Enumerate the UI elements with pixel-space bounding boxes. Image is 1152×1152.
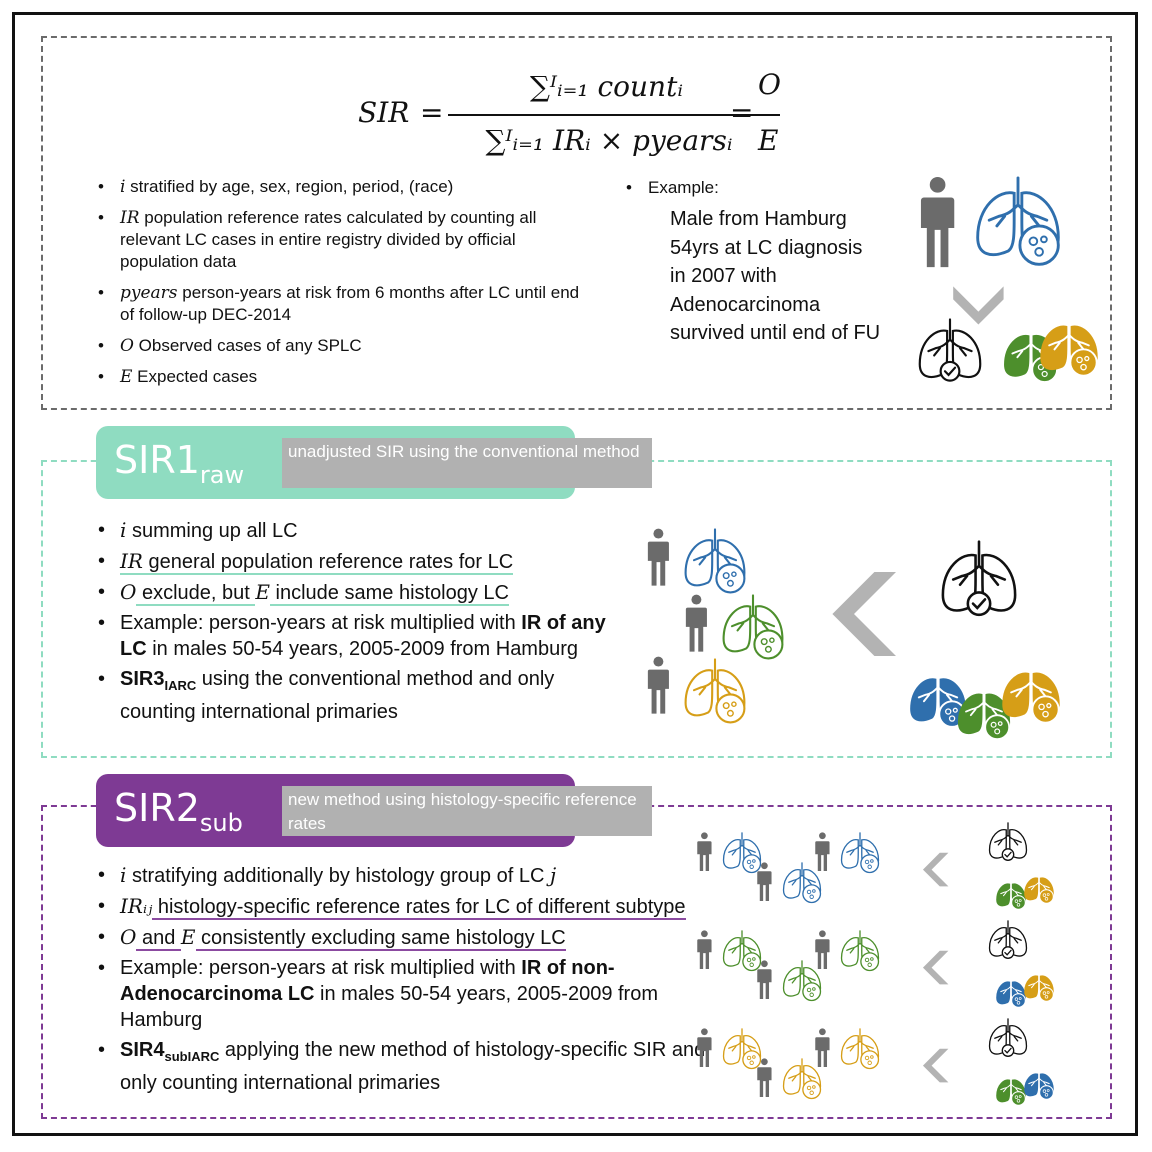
list-item: O and E consistently excluding same hist… (96, 924, 716, 951)
definitions-list: i stratified by age, sex, region, period… (96, 176, 586, 397)
lung-icon (782, 862, 822, 904)
lung-icon (1040, 315, 1098, 377)
person-icon (697, 930, 712, 970)
sir1-banner: SIR1raw unadjusted SIR using the convent… (96, 426, 652, 499)
formula-equals: = (420, 96, 444, 129)
definition-item: i stratified by age, sex, region, period… (96, 176, 586, 198)
healthy-lung-icon (941, 540, 1017, 617)
figure-frame (12, 12, 1138, 1136)
sir2-note: new method using histology-specific refe… (282, 786, 652, 836)
fraction-bar-2 (754, 114, 780, 116)
lung-icon (910, 668, 966, 728)
sir2-banner: SIR2sub new method using histology-speci… (96, 774, 652, 847)
definition-item: IR population reference rates calculated… (96, 207, 586, 273)
lung-icon (1024, 970, 1054, 1002)
sir1-note: unadjusted SIR using the conventional me… (282, 438, 652, 488)
lung-icon (684, 528, 746, 594)
person-icon (757, 862, 772, 902)
lung-icon (957, 684, 1011, 741)
formula-denominator: ∑ᴵᵢ₌₁ IRᵢ × pyearsᵢ (485, 124, 733, 157)
sir-formula: SIR = ∑ᴵᵢ₌₁ countᵢ ∑ᴵᵢ₌₁ IRᵢ × pyearsᵢ =… (354, 66, 784, 166)
healthy-lung-icon (918, 318, 982, 382)
lung-icon (722, 832, 762, 874)
chevron-icon (953, 286, 1004, 325)
chevron-icon (922, 950, 949, 985)
lung-icon (976, 176, 1060, 266)
example-text: Male from Hamburg 54yrs at LC diagnosis … (670, 208, 881, 344)
person-icon (697, 1028, 712, 1068)
lung-icon (840, 832, 880, 874)
chevron-icon (922, 852, 949, 887)
list-item: IRᵢⱼ histology-specific reference rates … (96, 893, 716, 920)
sir1-list: i summing up all LC IR general populatio… (96, 517, 616, 729)
sir1-title: SIR1raw (114, 438, 245, 489)
person-icon (920, 176, 955, 268)
example-heading: Example: (624, 178, 894, 198)
person-icon (815, 832, 830, 872)
fraction-bar (448, 114, 766, 116)
lung-icon (1002, 662, 1060, 724)
definition-item: O Observed cases of any SPLC (96, 335, 586, 357)
lung-icon (996, 976, 1026, 1008)
list-item: i summing up all LC (96, 517, 616, 544)
lung-icon (996, 1074, 1026, 1106)
lung-icon (722, 1028, 762, 1070)
formula-numerator: ∑ᴵᵢ₌₁ countᵢ (530, 70, 683, 103)
list-item: O exclude, but E include same histology … (96, 579, 616, 606)
list-item: SIR3IARC using the conventional method a… (96, 666, 616, 725)
healthy-lung-icon (988, 920, 1028, 959)
lung-icon (782, 1058, 822, 1100)
lung-icon (840, 930, 880, 972)
formula-panel (41, 36, 1112, 410)
list-item: i stratifying additionally by histology … (96, 862, 716, 889)
lung-icon (684, 658, 746, 724)
healthy-lung-icon (988, 1018, 1028, 1057)
chevron-icon (922, 1048, 949, 1083)
person-icon (757, 1058, 772, 1098)
list-item: Example: person-years at risk multiplied… (96, 955, 716, 1033)
sir2-list: i stratifying additionally by histology … (96, 862, 716, 1100)
lung-icon (1024, 1068, 1054, 1100)
list-item: IR general population reference rates fo… (96, 548, 616, 575)
definition-item: E Expected cases (96, 366, 586, 388)
sir2-title: SIR2sub (114, 786, 243, 837)
lung-icon (996, 878, 1026, 910)
person-icon (685, 594, 707, 652)
person-icon (815, 930, 830, 970)
list-item: Example: person-years at risk multiplied… (96, 610, 616, 662)
healthy-lung-icon (988, 822, 1028, 861)
formula-lhs: SIR (358, 96, 410, 129)
person-icon (697, 832, 712, 872)
formula-expected: E (758, 124, 779, 157)
lung-icon (722, 930, 762, 972)
lung-icon (722, 594, 784, 660)
person-icon (815, 1028, 830, 1068)
definition-item: pyears person-years at risk from 6 month… (96, 282, 586, 326)
formula-observed: O (758, 68, 781, 101)
formula-equals-2: = (730, 96, 754, 129)
lung-icon (840, 1028, 880, 1070)
lung-icon (1024, 872, 1054, 904)
person-icon (647, 528, 669, 586)
person-icon (757, 960, 772, 1000)
person-icon (647, 656, 669, 714)
chevron-icon (832, 572, 896, 656)
list-item: SIR4subIARC applying the new method of h… (96, 1037, 716, 1096)
lung-icon (782, 960, 822, 1002)
